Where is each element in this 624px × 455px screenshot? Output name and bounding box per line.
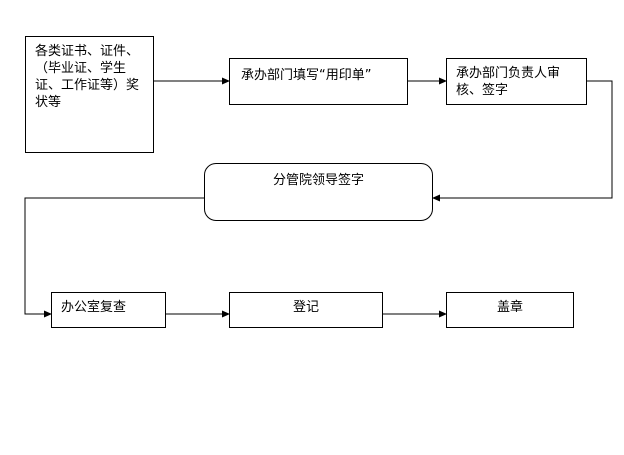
arrow-dept-head-to-leader	[432, 80, 613, 202]
node-documents-label: 各类证书、证件、 （毕业证、学生 证、工作证等）奖 状等	[35, 44, 140, 110]
node-office-review-label: 办公室复查	[61, 300, 127, 315]
node-dept-head-review: 承办部门负责人审 核、签字	[446, 58, 587, 105]
node-fill-seal-form-label: 承办部门填写“用印单”	[241, 68, 372, 83]
node-stamp: 盖章	[446, 292, 574, 328]
node-fill-seal-form: 承办部门填写“用印单”	[229, 58, 408, 105]
node-leader-sign: 分管院领导签字	[204, 163, 433, 221]
node-stamp-label: 盖章	[496, 300, 523, 315]
node-dept-head-review-label: 承办部门负责人审 核、签字	[456, 66, 561, 98]
node-register-label: 登记	[292, 300, 319, 315]
arrow-leader-to-office-review	[24, 197, 204, 318]
node-leader-sign-label: 分管院领导签字	[272, 173, 364, 188]
node-register: 登记	[229, 292, 383, 328]
node-documents: 各类证书、证件、 （毕业证、学生 证、工作证等）奖 状等	[25, 36, 154, 153]
node-office-review: 办公室复查	[51, 292, 166, 328]
